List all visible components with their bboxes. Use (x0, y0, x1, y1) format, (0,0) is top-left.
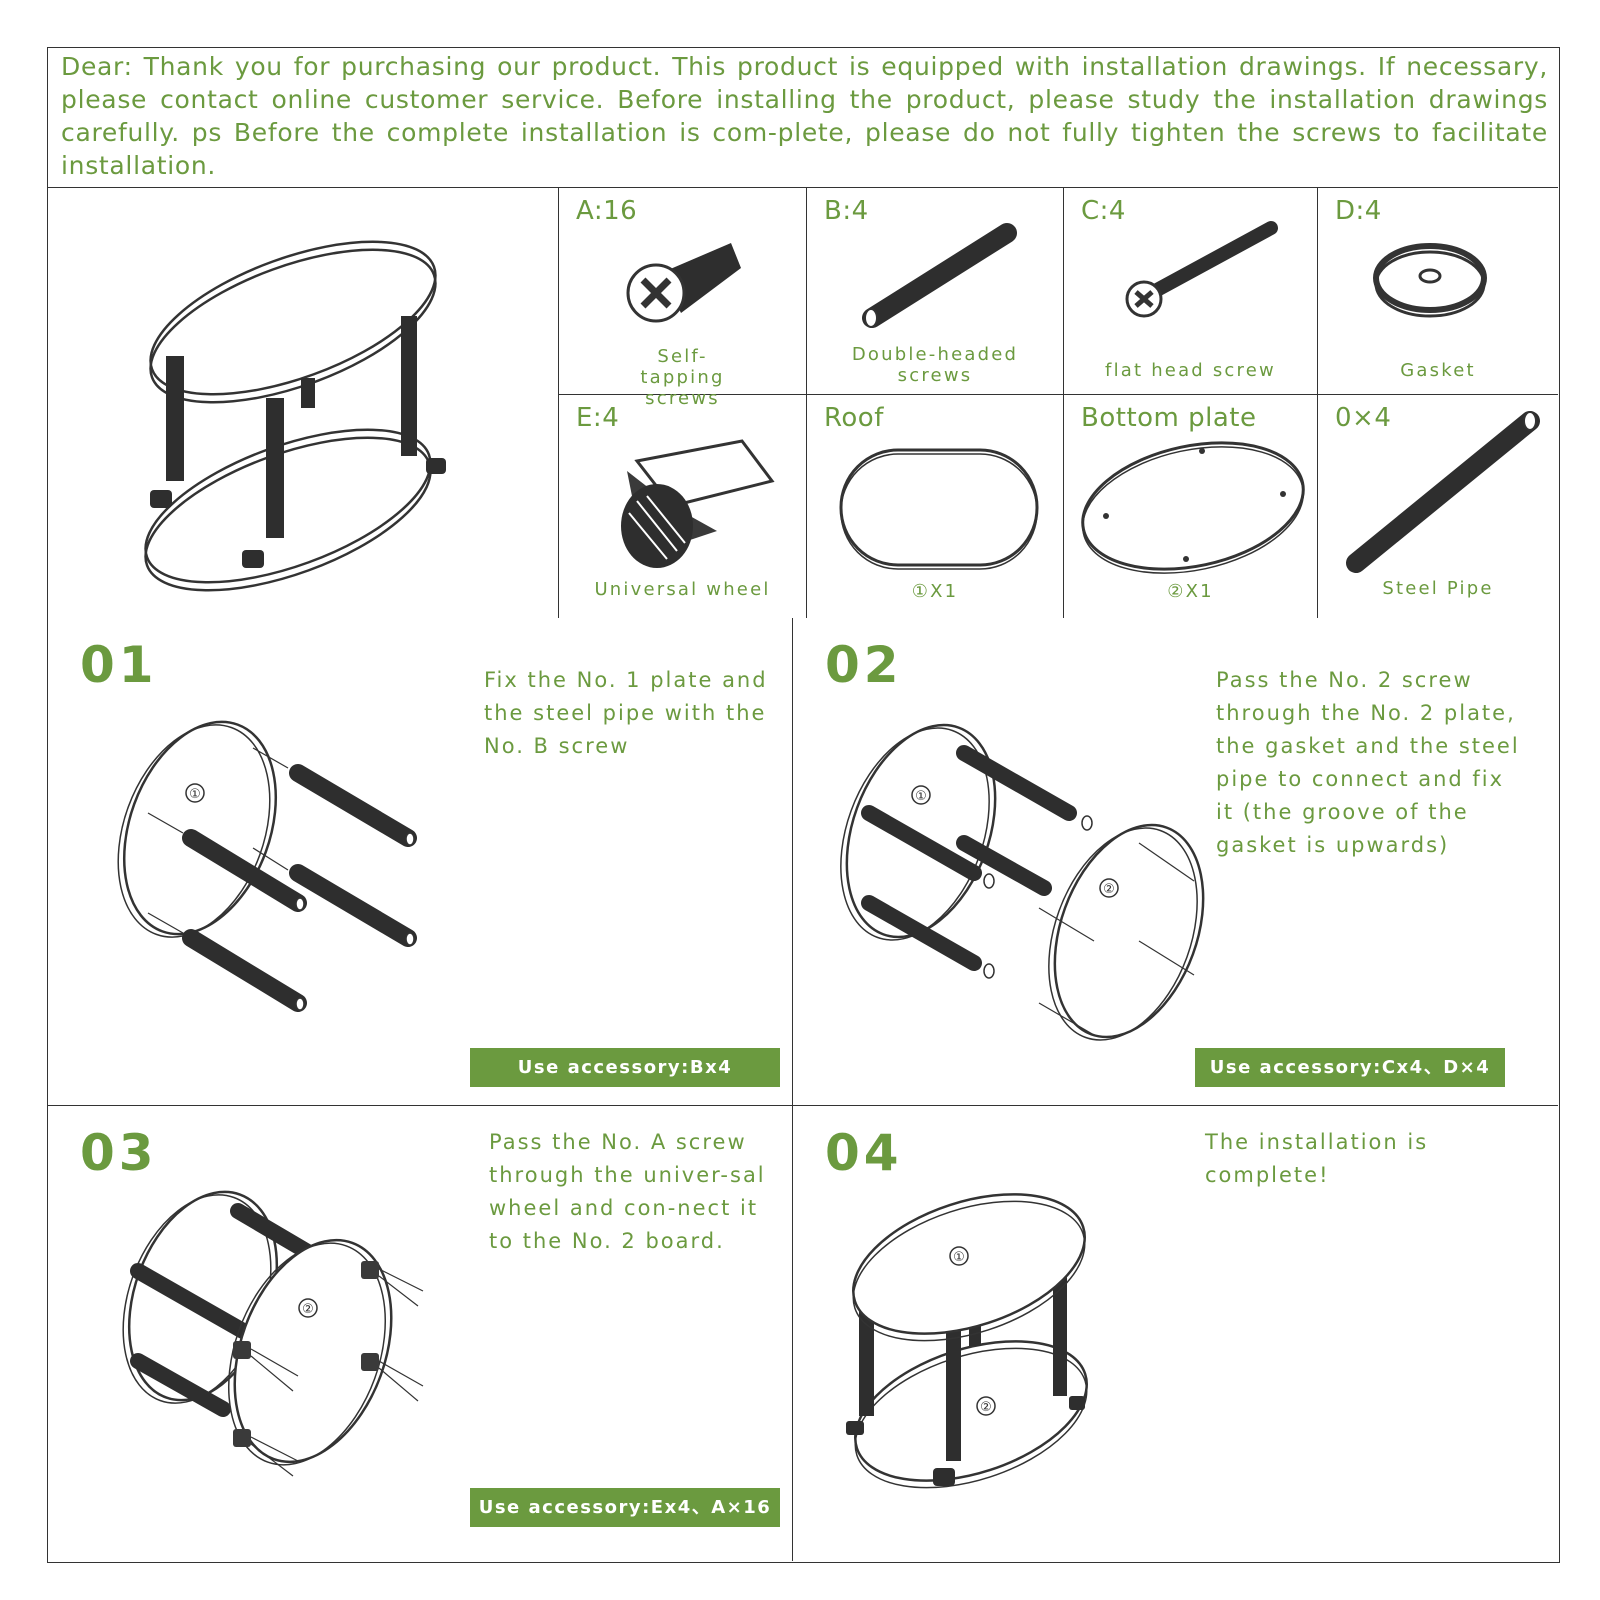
instruction-sheet: Dear: Thank you for purchasing our produ… (47, 47, 1560, 1563)
part-code: B:4 (824, 196, 869, 226)
plate-2-label: ② (302, 1302, 314, 1317)
part-name: Gasket (1400, 360, 1476, 381)
universal-wheel-icon (621, 439, 775, 568)
part-name: Universal wheel (594, 579, 771, 600)
part-name: Self-tapping screws (640, 346, 725, 409)
part-a: A:16 Self-tapping screws (559, 188, 807, 409)
step-04: 04 The installation is complete! ② ① (793, 1106, 1558, 1561)
accessory-badge: Use accessory:Cx4、D×4 (1195, 1048, 1505, 1087)
product-overview (48, 188, 559, 618)
step-number: 03 (80, 1124, 158, 1182)
step-instruction: Fix the No. 1 plate and the steel pipe w… (484, 668, 768, 758)
flat-head-screw-icon (1125, 221, 1278, 318)
part-name: flat head screw (1105, 360, 1276, 381)
parts-list: A:16 Self-tapping screws B:4 Double-head… (559, 188, 1558, 618)
step-02: 02 Pass the No. 2 screw through the No. … (793, 618, 1558, 1106)
part-code: A:16 (576, 196, 638, 226)
step-number: 01 (80, 636, 158, 694)
part-code: D:4 (1335, 196, 1382, 226)
step-01-diagram: ① (117, 720, 417, 1012)
steel-pipe-icon (1346, 411, 1540, 573)
assembled-cart-drawing (144, 240, 446, 592)
bottom-plate-icon (1081, 441, 1305, 574)
plate-1-label: ① (915, 789, 927, 804)
part-name: Double-headed screws (851, 344, 1019, 386)
part-e: E:4 Universal wheel (559, 395, 807, 618)
part-c: C:4 flat head screw (1064, 188, 1318, 395)
step-instruction: Pass the No. 2 screw through the No. 2 p… (1216, 668, 1520, 857)
part-b: B:4 Double-headed screws (807, 188, 1064, 395)
step-01: 01 Fix the No. 1 plate and the steel pip… (48, 618, 793, 1106)
part-code: E:4 (576, 403, 620, 433)
intro-panel: Dear: Thank you for purchasing our produ… (48, 48, 1558, 188)
gasket-icon (1373, 243, 1487, 318)
part-bottom-plate: Bottom plate ②X1 (1064, 395, 1318, 618)
plate-2-label: ② (980, 1400, 992, 1415)
part-name: Steel Pipe (1382, 578, 1494, 599)
roof-plate-icon (839, 448, 1039, 570)
step-instruction: The installation is complete! (1205, 1130, 1429, 1187)
step-02-diagram: ① ② (840, 723, 1205, 1041)
step-03-diagram: ② (122, 1190, 424, 1477)
part-steel-pipe: 0×4 Steel Pipe (1318, 395, 1558, 618)
step-number: 04 (825, 1124, 903, 1182)
step-04-diagram: ② ① (846, 1193, 1088, 1489)
accessory-badge: Use accessory:Bx4 (470, 1048, 780, 1087)
step-03: 03 Pass the No. A screw through the univ… (48, 1106, 793, 1561)
plate-1-label: ① (953, 1250, 965, 1265)
step-instruction: Pass the No. A screw through the univer-… (489, 1130, 766, 1253)
step-number: 02 (825, 636, 903, 694)
part-d: D:4 Gasket (1318, 188, 1558, 395)
part-code: Roof (824, 403, 884, 433)
plate-2-label: ② (1103, 882, 1115, 897)
part-code: C:4 (1081, 196, 1126, 226)
part-name: ②X1 (1167, 581, 1214, 602)
self-tapping-screw-icon (626, 243, 741, 323)
plate-1-label: ① (189, 787, 201, 802)
double-headed-screw-icon (862, 223, 1017, 328)
intro-text: Dear: Thank you for purchasing our produ… (61, 52, 1548, 180)
part-roof: Roof ①X1 (807, 395, 1064, 618)
accessory-badge: Use accessory:Ex4、A×16 (470, 1488, 780, 1527)
part-code: 0×4 (1335, 403, 1392, 433)
part-name: ①X1 (911, 581, 959, 602)
part-code: Bottom plate (1081, 403, 1257, 433)
